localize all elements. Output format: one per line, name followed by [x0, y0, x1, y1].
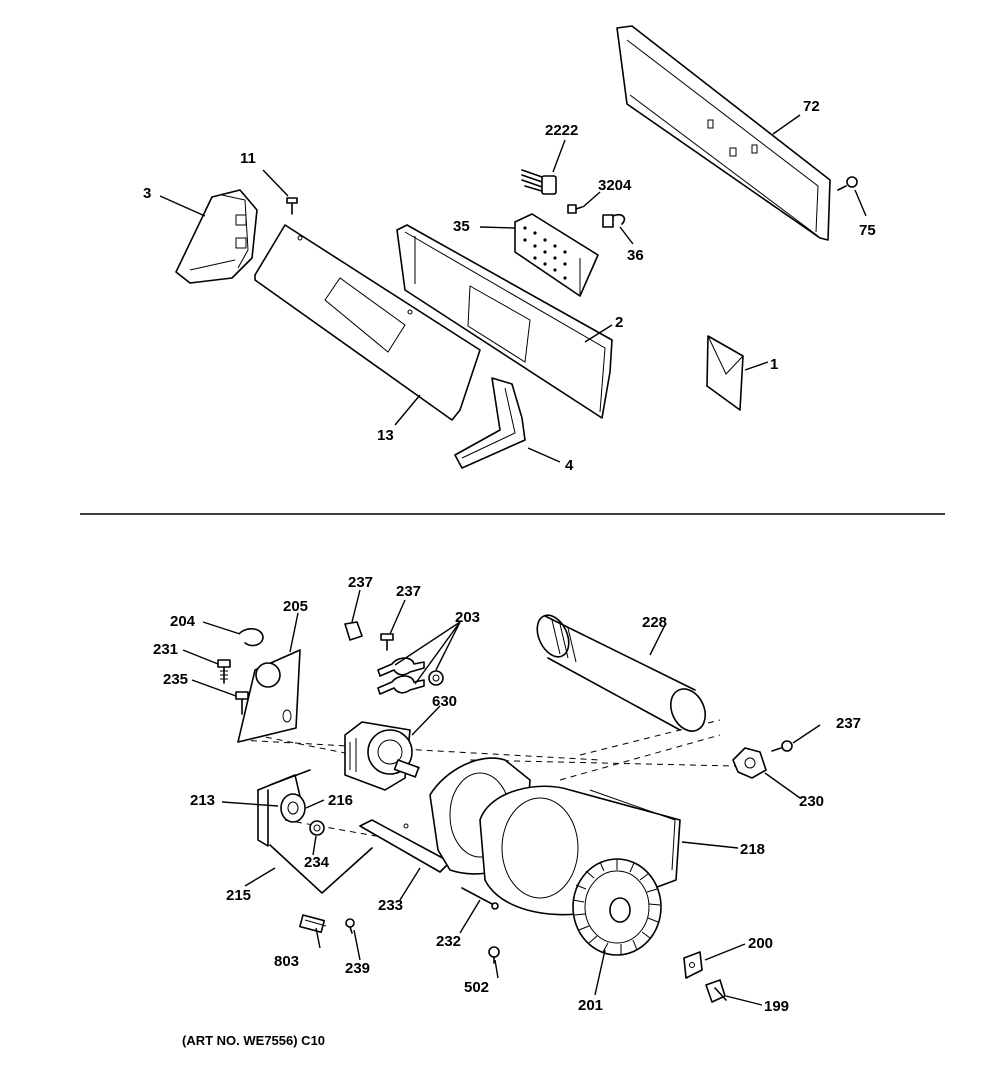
callout-2222: 2222: [545, 122, 578, 139]
connector-803: [299, 914, 327, 934]
bottom-leader-lines: [182, 589, 821, 1006]
callout-1: 1: [770, 356, 778, 373]
callout-199: 199: [764, 998, 789, 1015]
wire-harness-2222: [521, 169, 557, 195]
callout-237-a: 237: [348, 574, 373, 591]
control-panel-13: [254, 224, 481, 421]
blower-wheel-201: [572, 858, 662, 956]
screw-3204: [567, 204, 583, 214]
callout-13: 13: [377, 427, 394, 444]
callout-3204: 3204: [598, 177, 632, 194]
idler-pulley-216: [280, 793, 306, 823]
dashed-alignment-lines: [239, 719, 736, 843]
callout-231: 231: [153, 641, 178, 658]
clip-200: [683, 951, 703, 979]
end-cap-3: [175, 189, 258, 284]
callout-235: 235: [163, 671, 188, 688]
callout-205: 205: [283, 598, 308, 615]
screw-199: [705, 979, 727, 1003]
callout-630: 630: [432, 693, 457, 710]
callout-216: 216: [328, 792, 353, 809]
callout-218: 218: [740, 841, 765, 858]
art-number-caption: (ART NO. WE7556) C10: [182, 1033, 325, 1048]
callout-502: 502: [464, 979, 489, 996]
callout-803: 803: [274, 953, 299, 970]
exhaust-duct-228: [536, 614, 707, 732]
callout-2: 2: [615, 314, 623, 331]
screw-237-b: [380, 633, 394, 651]
callout-232: 232: [436, 933, 461, 950]
callout-203: 203: [455, 609, 480, 626]
callout-228: 228: [642, 614, 667, 631]
rod-232: [461, 887, 499, 910]
backsplash-panel-72: [616, 25, 831, 241]
end-cap-4: [454, 377, 526, 469]
callout-201: 201: [578, 997, 603, 1014]
idler-arm-213: [257, 769, 311, 847]
screw-11: [286, 197, 298, 215]
washer-630: [428, 670, 444, 686]
screw-237-c: [771, 740, 793, 752]
callout-36: 36: [627, 247, 644, 264]
callout-11: 11: [240, 150, 256, 167]
clamp-203-upper: [377, 657, 425, 677]
screw-75: [837, 176, 858, 191]
bushing-234: [309, 820, 325, 836]
callout-200: 200: [748, 935, 773, 952]
top-callouts: 72 2222 11 3 3204 35 36 75 2 1 13 4: [143, 98, 876, 474]
rod-215: [269, 844, 373, 894]
callout-230: 230: [799, 793, 824, 810]
callout-35: 35: [453, 218, 470, 235]
callout-215: 215: [226, 887, 251, 904]
thermostat-bracket-205: [237, 649, 301, 743]
circuit-board-35: [514, 213, 599, 297]
manual-envelope-1: [706, 335, 744, 411]
rear-bearing-230: [732, 747, 767, 779]
callout-75: 75: [859, 222, 876, 239]
bottom-callouts: 237 237 203 228 204 205 231 235 630 237 …: [153, 574, 861, 1015]
clip-204: [239, 628, 264, 647]
top-leader-lines: [159, 114, 867, 463]
drive-motor: [344, 721, 420, 791]
callout-213: 213: [190, 792, 215, 809]
screw-237-a: [344, 621, 363, 641]
callout-237-b: 237: [396, 583, 421, 600]
callout-239: 239: [345, 960, 370, 977]
panel-frame-2: [396, 224, 613, 419]
callout-237-c: 237: [836, 715, 861, 732]
clamp-203-lower: [377, 675, 425, 695]
callout-234: 234: [304, 854, 330, 871]
screw-502: [488, 946, 500, 964]
callout-3: 3: [143, 185, 151, 202]
screw-231: [217, 659, 231, 684]
terminal-36: [602, 213, 626, 228]
callout-4: 4: [565, 457, 574, 474]
callout-233: 233: [378, 897, 403, 914]
screw-239: [345, 918, 355, 934]
callout-72: 72: [803, 98, 820, 115]
callout-204: 204: [170, 613, 196, 630]
